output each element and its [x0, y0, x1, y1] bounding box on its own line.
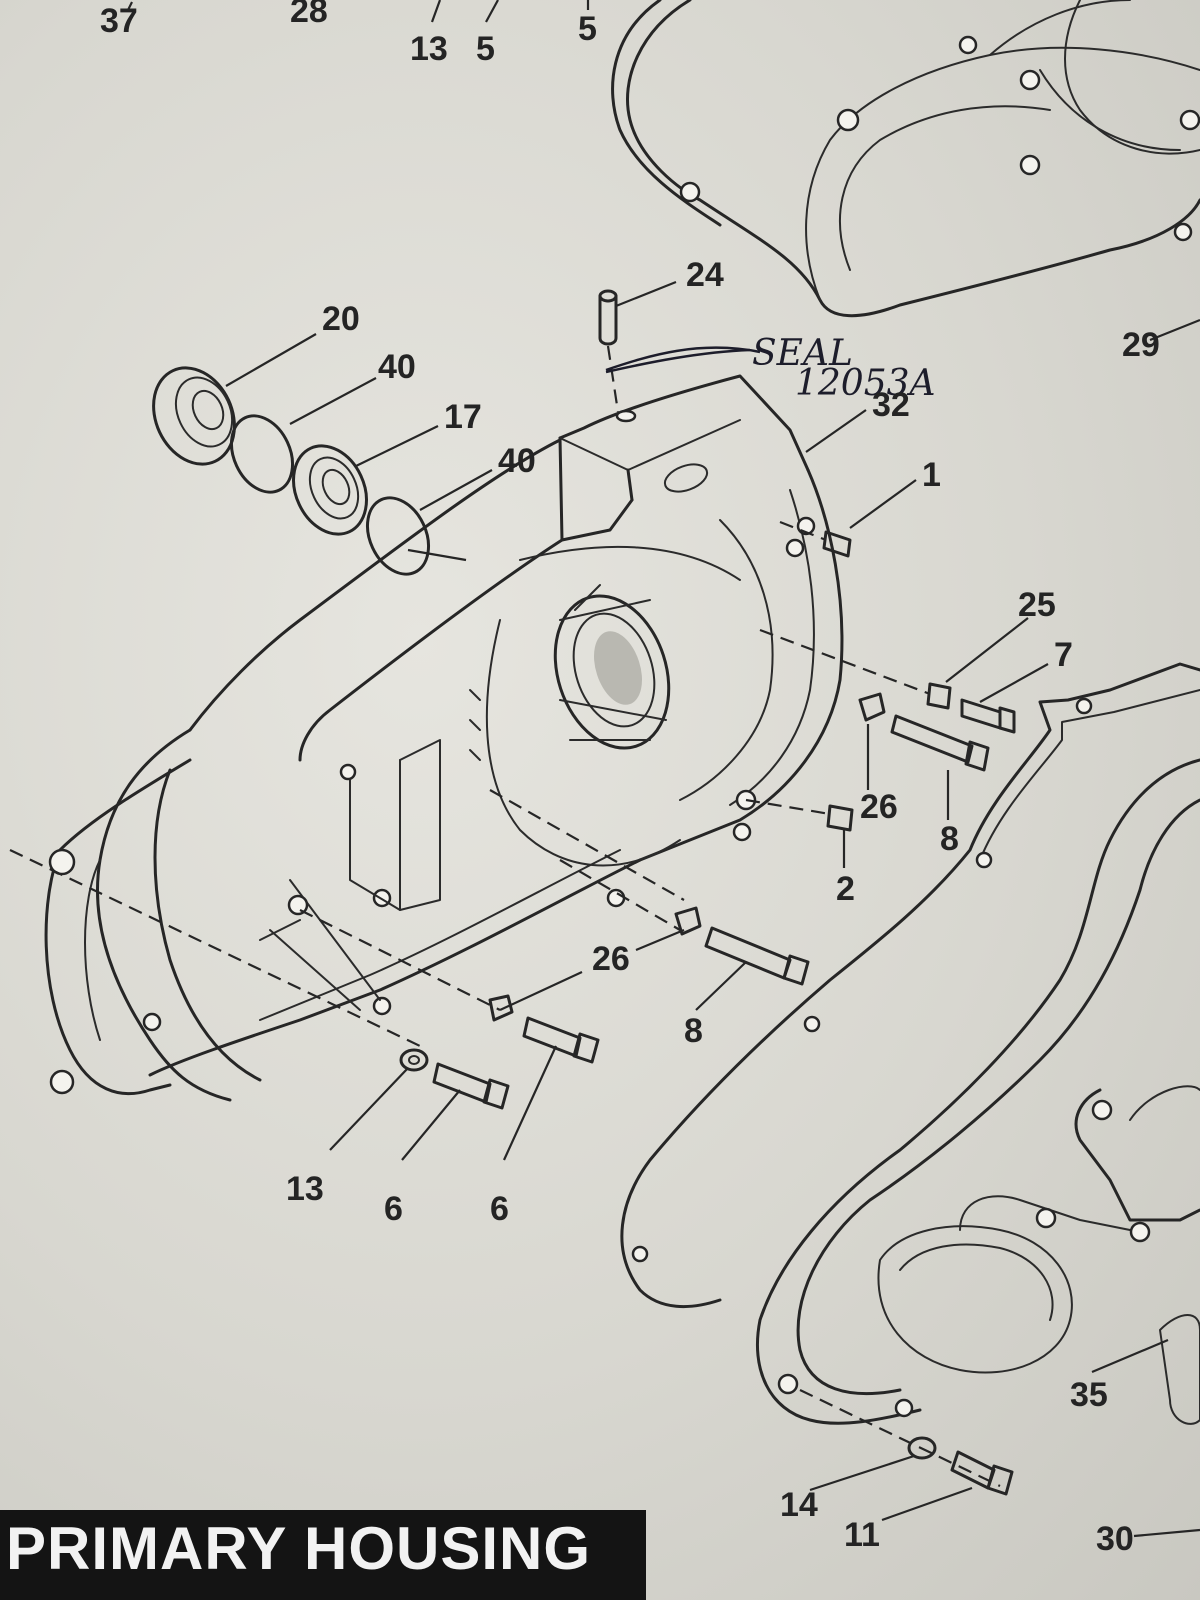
- screw-hole: [803, 1015, 821, 1033]
- part-label: 6: [384, 1190, 403, 1228]
- leader-lines: [127, 0, 1200, 1538]
- section-title-bar: [0, 1510, 646, 1600]
- screw-hole: [777, 1373, 799, 1395]
- handwritten-note-part-number: 12053A: [795, 363, 936, 404]
- screw-hole: [785, 538, 805, 558]
- pin-hole: [615, 409, 637, 423]
- gasket: [620, 662, 1200, 1309]
- screw-hole: [958, 35, 978, 55]
- part-label: 28: [290, 0, 328, 30]
- part-label: 8: [940, 820, 959, 858]
- screw-hole: [606, 888, 626, 908]
- screw-hole: [631, 1245, 649, 1263]
- screw-hole: [339, 763, 357, 781]
- screw-hole: [1075, 697, 1093, 715]
- screw-hole: [1179, 109, 1200, 131]
- part-label: 6: [490, 1190, 509, 1228]
- part-label: 26: [860, 788, 898, 826]
- part-label: 1: [922, 456, 941, 494]
- part-label: 30: [1096, 1520, 1134, 1558]
- screw-hole: [1019, 69, 1041, 91]
- primary-housing: [44, 374, 844, 1102]
- part-label: 29: [1122, 326, 1160, 364]
- screw-hole: [732, 822, 752, 842]
- screw-hole: [975, 851, 993, 869]
- screw-hole: [1019, 154, 1041, 176]
- screw-hole: [1173, 222, 1193, 242]
- part-label: 40: [498, 442, 536, 480]
- part-label: 2: [836, 870, 855, 908]
- dowel-pin: [598, 289, 620, 413]
- part-number-labels: 37 28 13 5 5 24 20 40 17 40 32 1 25 7 26…: [100, 0, 1160, 1558]
- part-label: 25: [1018, 586, 1056, 624]
- part-label: 32: [872, 386, 910, 424]
- part-label: 26: [592, 940, 630, 978]
- part-label: 20: [322, 300, 360, 338]
- handwritten-note-seal: SEAL: [752, 333, 853, 374]
- screw-hole: [372, 996, 392, 1016]
- screw-hole: [679, 181, 701, 203]
- part-label: 5: [578, 10, 597, 48]
- screw-hole: [142, 1012, 162, 1032]
- screw-hole: [49, 1069, 75, 1095]
- screw-hole: [1091, 1099, 1113, 1121]
- part-label: 17: [444, 398, 482, 436]
- part-label: 24: [686, 256, 724, 294]
- part-label: 5: [476, 30, 495, 68]
- part-label: 40: [378, 348, 416, 386]
- section-title: PRIMARY HOUSING: [6, 1515, 592, 1582]
- screw-hole: [894, 1398, 914, 1418]
- handwritten-annotation: SEAL 12053A: [605, 333, 936, 404]
- outer-cover-lower: [755, 758, 1200, 1496]
- part-label: 13: [286, 1170, 324, 1208]
- part-label: 7: [1054, 636, 1073, 674]
- part-label: 11: [844, 1516, 880, 1554]
- part-label: 8: [684, 1012, 703, 1050]
- screw-hole: [836, 108, 860, 132]
- part-label: 35: [1070, 1376, 1108, 1414]
- screw-hole: [1035, 1207, 1057, 1229]
- part-label: 13: [410, 30, 448, 68]
- outer-cover-upper: [611, 0, 1200, 318]
- part-label: 37: [100, 2, 138, 40]
- fasteners: [9, 520, 1016, 1110]
- bearing-assembly: [152, 366, 430, 576]
- screw-hole: [1129, 1221, 1151, 1243]
- part-label: 14: [780, 1486, 818, 1524]
- screw-hole: [287, 894, 309, 916]
